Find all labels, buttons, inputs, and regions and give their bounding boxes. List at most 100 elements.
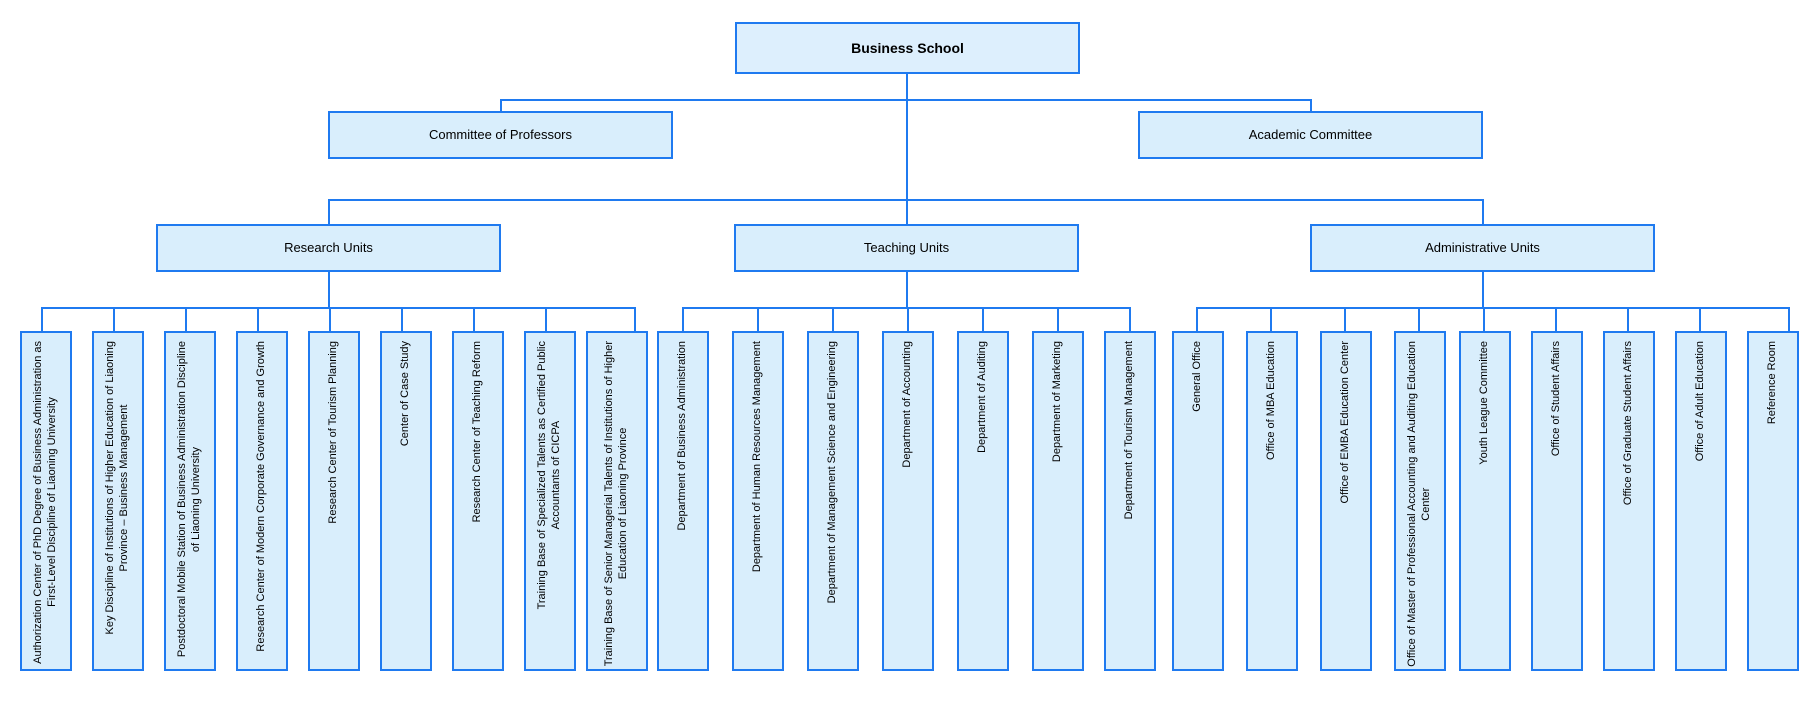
node-label: Youth League Committee xyxy=(1478,341,1491,465)
node-academic-committee[interactable]: Academic Committee xyxy=(1138,111,1483,159)
connector-leaf-drop xyxy=(41,307,43,332)
node-teaching-unit-3[interactable]: Department of Management Science and Eng… xyxy=(807,331,859,671)
connector-leaf-drop xyxy=(1788,307,1790,332)
node-label: Key Discipline of Institutions of Higher… xyxy=(104,341,130,635)
node-label: Teaching Units xyxy=(863,240,950,256)
node-administrative-unit-5[interactable]: Youth League Committee xyxy=(1459,331,1511,671)
connector-leaf-drop xyxy=(1555,307,1557,332)
node-label: Administrative Units xyxy=(1425,240,1540,256)
connector-leaf-drop xyxy=(1344,307,1346,332)
node-research-unit-5[interactable]: Research Center of Tourism Planning xyxy=(308,331,360,671)
connector-leaf-drop xyxy=(757,307,759,332)
node-teaching-unit-7[interactable]: Department of Tourism Management xyxy=(1104,331,1156,671)
node-administrative-unit-4[interactable]: Office of Master of Professional Account… xyxy=(1394,331,1446,671)
node-administrative-unit-9[interactable]: Reference Room xyxy=(1747,331,1799,671)
connector-leaf-drop xyxy=(1627,307,1629,332)
connector-leaf-drop xyxy=(832,307,834,332)
node-label: General Office xyxy=(1191,341,1204,412)
connector-leaf-drop xyxy=(1270,307,1272,332)
connector-leaf-drop xyxy=(257,307,259,332)
node-research-unit-7[interactable]: Research Center of Teaching Reform xyxy=(452,331,504,671)
node-label: Research Center of Teaching Reform xyxy=(471,341,484,523)
node-administrative-units[interactable]: Administrative Units xyxy=(1310,224,1655,272)
node-label: Committee of Professors xyxy=(428,127,573,143)
node-label: Reference Room xyxy=(1766,341,1779,425)
node-label: Department of Accounting xyxy=(901,341,914,468)
node-research-unit-9[interactable]: Training Base of Senior Managerial Talen… xyxy=(586,331,648,671)
connector-leaf-drop xyxy=(1057,307,1059,332)
node-label: Department of Human Resources Management xyxy=(751,341,764,573)
connector-division-drop-research xyxy=(328,199,330,224)
node-label: Postdoctoral Mobile Station of Business … xyxy=(176,341,202,658)
node-label: Academic Committee xyxy=(1248,127,1373,143)
node-research-unit-8[interactable]: Training Base of Specialized Talents as … xyxy=(524,331,576,671)
node-research-units[interactable]: Research Units xyxy=(156,224,501,272)
connector-leaf-drop xyxy=(1129,307,1131,332)
connector-research-stem xyxy=(328,272,330,308)
connector-root-to-divisions xyxy=(906,99,908,200)
node-teaching-unit-5[interactable]: Department of Auditing xyxy=(957,331,1009,671)
connector-administrative-bus xyxy=(1196,307,1790,309)
node-administrative-unit-7[interactable]: Office of Graduate Student Affairs xyxy=(1603,331,1655,671)
node-label: Office of Student Affairs xyxy=(1550,341,1563,457)
node-administrative-unit-2[interactable]: Office of MBA Education xyxy=(1246,331,1298,671)
node-teaching-unit-1[interactable]: Department of Business Administration xyxy=(657,331,709,671)
node-label: Research Center of Tourism Planning xyxy=(327,341,340,524)
node-label: Center of Case Study xyxy=(399,341,412,447)
connector-administrative-stem xyxy=(1482,272,1484,308)
connector-leaf-drop xyxy=(113,307,115,332)
node-label: Department of Tourism Management xyxy=(1123,341,1136,520)
node-committee-of-professors[interactable]: Committee of Professors xyxy=(328,111,673,159)
node-research-unit-1[interactable]: Authorization Center of PhD Degree of Bu… xyxy=(20,331,72,671)
node-business-school[interactable]: Business School xyxy=(735,22,1080,74)
node-teaching-units[interactable]: Teaching Units xyxy=(734,224,1079,272)
connector-leaf-drop xyxy=(1483,307,1485,332)
node-administrative-unit-1[interactable]: General Office xyxy=(1172,331,1224,671)
node-teaching-unit-4[interactable]: Department of Accounting xyxy=(882,331,934,671)
node-label: Authorization Center of PhD Degree of Bu… xyxy=(32,341,58,664)
node-teaching-unit-2[interactable]: Department of Human Resources Management xyxy=(732,331,784,671)
node-label: Business School xyxy=(851,39,964,56)
connector-leaf-drop xyxy=(185,307,187,332)
node-label: Training Base of Senior Managerial Talen… xyxy=(603,341,629,667)
connector-teaching-bus xyxy=(682,307,1130,309)
node-label: Training Base of Specialized Talents as … xyxy=(536,341,562,610)
connector-leaf-drop xyxy=(907,307,909,332)
node-administrative-unit-3[interactable]: Office of EMBA Education Center xyxy=(1320,331,1372,671)
connector-leaf-drop xyxy=(982,307,984,332)
node-label: Research Units xyxy=(284,240,373,256)
node-administrative-unit-6[interactable]: Office of Student Affairs xyxy=(1531,331,1583,671)
connector-leaf-drop xyxy=(401,307,403,332)
node-label: Office of Adult Education xyxy=(1694,341,1707,462)
node-label: Office of Master of Professional Account… xyxy=(1406,341,1432,667)
node-label: Office of MBA Education xyxy=(1265,341,1278,461)
connector-committee-left-drop xyxy=(500,99,502,112)
node-label: Office of Graduate Student Affairs xyxy=(1622,341,1635,506)
node-administrative-unit-8[interactable]: Office of Adult Education xyxy=(1675,331,1727,671)
connector-research-bus xyxy=(41,307,635,309)
connector-division-drop-administrative xyxy=(1482,199,1484,224)
node-label: Office of EMBA Education Center xyxy=(1339,341,1352,504)
node-research-unit-4[interactable]: Research Center of Modern Corporate Gove… xyxy=(236,331,288,671)
connector-committee-right-drop xyxy=(1310,99,1312,112)
node-research-unit-2[interactable]: Key Discipline of Institutions of Higher… xyxy=(92,331,144,671)
connector-leaf-drop xyxy=(473,307,475,332)
connector-leaf-drop xyxy=(329,307,331,332)
connector-leaf-drop xyxy=(1699,307,1701,332)
node-label: Department of Management Science and Eng… xyxy=(826,341,839,604)
node-label: Department of Auditing xyxy=(976,341,989,453)
connector-root-stem xyxy=(906,74,908,100)
connector-leaf-drop xyxy=(1418,307,1420,332)
connector-leaf-drop xyxy=(682,307,684,332)
node-research-unit-6[interactable]: Center of Case Study xyxy=(380,331,432,671)
connector-division-drop-teaching xyxy=(906,199,908,224)
node-label: Department of Business Administration xyxy=(676,341,689,531)
connector-leaf-drop xyxy=(1196,307,1198,332)
node-label: Research Center of Modern Corporate Gove… xyxy=(255,341,268,652)
connector-teaching-stem xyxy=(906,272,908,308)
connector-leaf-drop xyxy=(545,307,547,332)
node-teaching-unit-6[interactable]: Department of Marketing xyxy=(1032,331,1084,671)
connector-leaf-drop xyxy=(634,307,636,332)
node-research-unit-3[interactable]: Postdoctoral Mobile Station of Business … xyxy=(164,331,216,671)
